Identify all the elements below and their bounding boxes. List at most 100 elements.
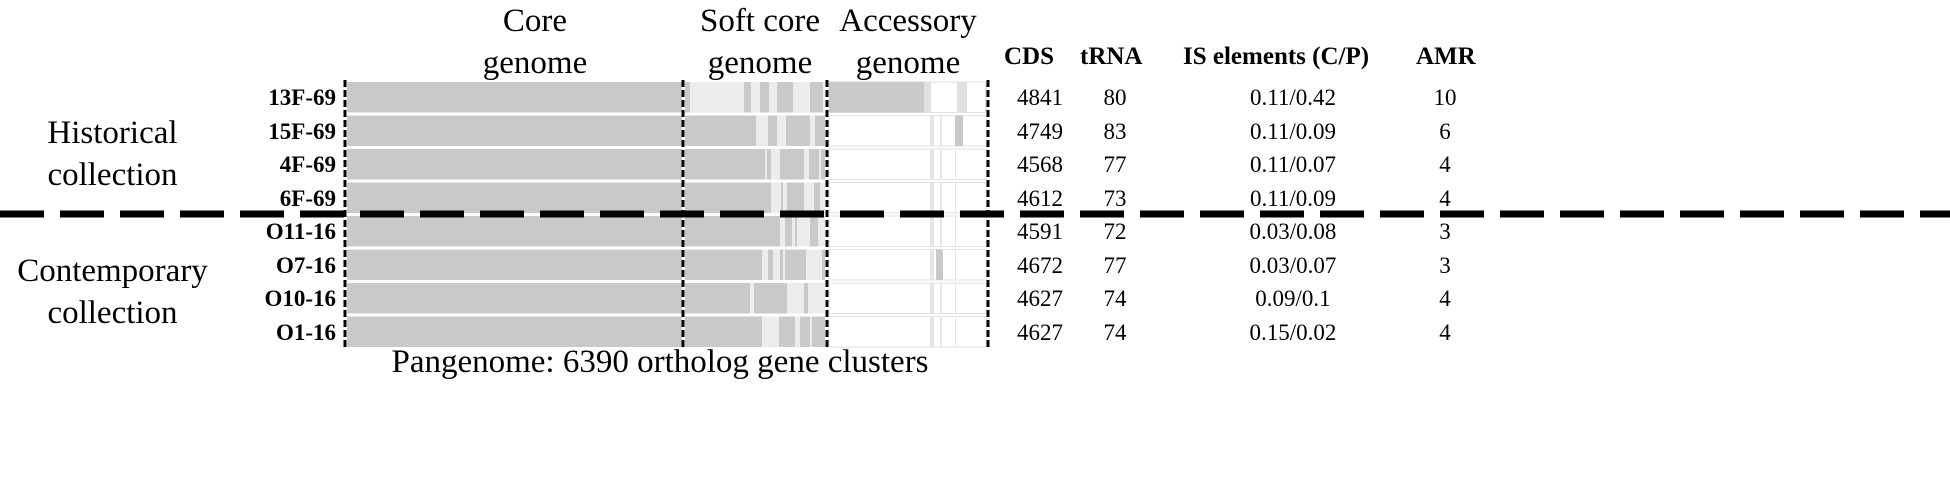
softcore-presence-stripe bbox=[766, 182, 771, 213]
softcore-presence-stripe bbox=[800, 316, 807, 347]
softcore-presence-stripe bbox=[767, 149, 771, 180]
softcore-presence-stripe bbox=[771, 115, 773, 146]
softcore-presence-stripe bbox=[785, 249, 789, 280]
core-genome-cell bbox=[347, 82, 682, 113]
softcore-presence-stripe bbox=[768, 115, 771, 146]
softcore-presence-stripe bbox=[821, 149, 825, 180]
historical-label-line2: collection bbox=[47, 157, 178, 193]
cds-value: 4672 bbox=[1017, 252, 1063, 278]
pangenome-caption: Pangenome: 6390 ortholog gene clusters bbox=[391, 344, 929, 380]
accessory-presence-stripe bbox=[985, 82, 986, 113]
core-genome-cell bbox=[347, 283, 682, 314]
amr-value: 4 bbox=[1439, 152, 1451, 177]
contemporary-collection-label: Contemporary collection bbox=[0, 250, 225, 334]
core-genome-cell bbox=[347, 316, 682, 347]
strain-label: O10-16 bbox=[264, 286, 336, 311]
accessory-presence-stripe bbox=[955, 115, 963, 146]
cds-value: 4612 bbox=[1017, 185, 1063, 211]
softcore-presence-stripe bbox=[787, 182, 796, 213]
softcore-genome-title-line2: genome bbox=[707, 45, 813, 81]
core-genome-cell bbox=[347, 149, 682, 180]
amr-value: 6 bbox=[1439, 118, 1451, 144]
trna-value: 80 bbox=[1103, 85, 1127, 110]
cds-value: 4591 bbox=[1017, 219, 1063, 244]
accessory-presence-stripe bbox=[924, 82, 931, 113]
softcore-present-block bbox=[685, 82, 690, 113]
strain-label: O1-16 bbox=[275, 319, 336, 345]
accessory-presence-stripe bbox=[940, 182, 942, 213]
softcore-presence-stripe bbox=[816, 149, 819, 180]
amr-value: 3 bbox=[1439, 252, 1451, 278]
trna-column-header: tRNA bbox=[1080, 43, 1143, 70]
accessory-presence-stripe bbox=[940, 149, 942, 180]
softcore-presence-stripe bbox=[812, 316, 816, 347]
softcore-presence-stripe bbox=[756, 216, 764, 247]
is-elements-value: 0.11/0.09 bbox=[1249, 118, 1337, 144]
softcore-present-block bbox=[685, 182, 750, 213]
is-elements-value: 0.15/0.02 bbox=[1249, 319, 1337, 345]
is-elements-value: 0.03/0.08 bbox=[1249, 219, 1337, 244]
strain-label: 13F-69 bbox=[268, 85, 336, 110]
trna-value: 77 bbox=[1103, 152, 1127, 177]
softcore-presence-stripe bbox=[789, 316, 795, 347]
softcore-presence-stripe bbox=[816, 316, 825, 347]
is-elements-value: 0.03/0.07 bbox=[1249, 252, 1337, 278]
cds-value: 4627 bbox=[1017, 286, 1063, 311]
strain-label: 15F-69 bbox=[268, 118, 336, 144]
is-elements-column-header: IS elements (C/P) bbox=[1183, 43, 1370, 70]
strain-label: O11-16 bbox=[265, 219, 336, 244]
softcore-present-block bbox=[685, 149, 762, 180]
softcore-presence-stripe bbox=[762, 149, 765, 180]
softcore-presence-stripe bbox=[822, 115, 825, 146]
amr-value: 10 bbox=[1433, 85, 1457, 110]
amr-value: 3 bbox=[1439, 219, 1451, 244]
accessory-presence-stripe bbox=[955, 249, 956, 280]
core-genome-cell bbox=[347, 182, 682, 213]
trna-value: 72 bbox=[1103, 219, 1127, 244]
softcore-presence-stripe bbox=[754, 283, 763, 314]
softcore-presence-stripe bbox=[788, 149, 798, 180]
trna-value: 73 bbox=[1103, 185, 1127, 211]
accessory-presence-stripe bbox=[930, 283, 934, 314]
softcore-presence-stripe bbox=[796, 182, 804, 213]
trna-value: 83 bbox=[1103, 118, 1127, 144]
accessory-presence-stripe bbox=[930, 216, 934, 247]
core-genome-title-line1: Core bbox=[502, 3, 568, 39]
softcore-presence-stripe bbox=[768, 249, 773, 280]
cds-value: 4749 bbox=[1017, 118, 1063, 144]
softcore-presence-stripe bbox=[780, 249, 783, 280]
softcore-presence-stripe bbox=[773, 115, 777, 146]
accessory-presence-stripe bbox=[955, 216, 956, 247]
softcore-presence-stripe bbox=[786, 115, 794, 146]
core-genome-title-line2: genome bbox=[482, 45, 588, 81]
accessory-presence-stripe bbox=[957, 82, 967, 113]
contemporary-label-line1: Contemporary bbox=[17, 253, 208, 289]
core-genome-cell bbox=[347, 249, 682, 280]
softcore-presence-stripe bbox=[809, 149, 816, 180]
softcore-presence-stripe bbox=[785, 216, 792, 247]
accessory-genome-title-line2: genome bbox=[855, 45, 961, 81]
softcore-presence-stripe bbox=[815, 115, 822, 146]
trna-value: 74 bbox=[1103, 286, 1127, 311]
softcore-presence-stripe bbox=[804, 115, 810, 146]
core-genome-title: Core genome bbox=[410, 0, 660, 84]
is-elements-value: 0.11/0.09 bbox=[1249, 185, 1337, 211]
softcore-presence-stripe bbox=[798, 249, 806, 280]
accessory-presence-stripe bbox=[930, 115, 934, 146]
softcore-present-block bbox=[685, 249, 762, 280]
accessory-genome-cell bbox=[828, 316, 987, 348]
softcore-presence-stripe bbox=[787, 82, 793, 113]
accessory-presence-stripe bbox=[955, 149, 956, 180]
cds-value: 4841 bbox=[1017, 85, 1063, 110]
softcore-present-block bbox=[685, 316, 756, 347]
softcore-present-block bbox=[685, 115, 756, 146]
accessory-presence-stripe bbox=[936, 249, 943, 280]
cds-value: 4627 bbox=[1017, 319, 1063, 345]
is-elements-value: 0.11/0.07 bbox=[1249, 152, 1337, 177]
accessory-presence-stripe bbox=[940, 216, 942, 247]
contemporary-label-line2: collection bbox=[47, 295, 178, 331]
amr-value: 4 bbox=[1439, 319, 1451, 345]
accessory-presence-stripe bbox=[930, 182, 934, 213]
softcore-presence-stripe bbox=[810, 216, 818, 247]
